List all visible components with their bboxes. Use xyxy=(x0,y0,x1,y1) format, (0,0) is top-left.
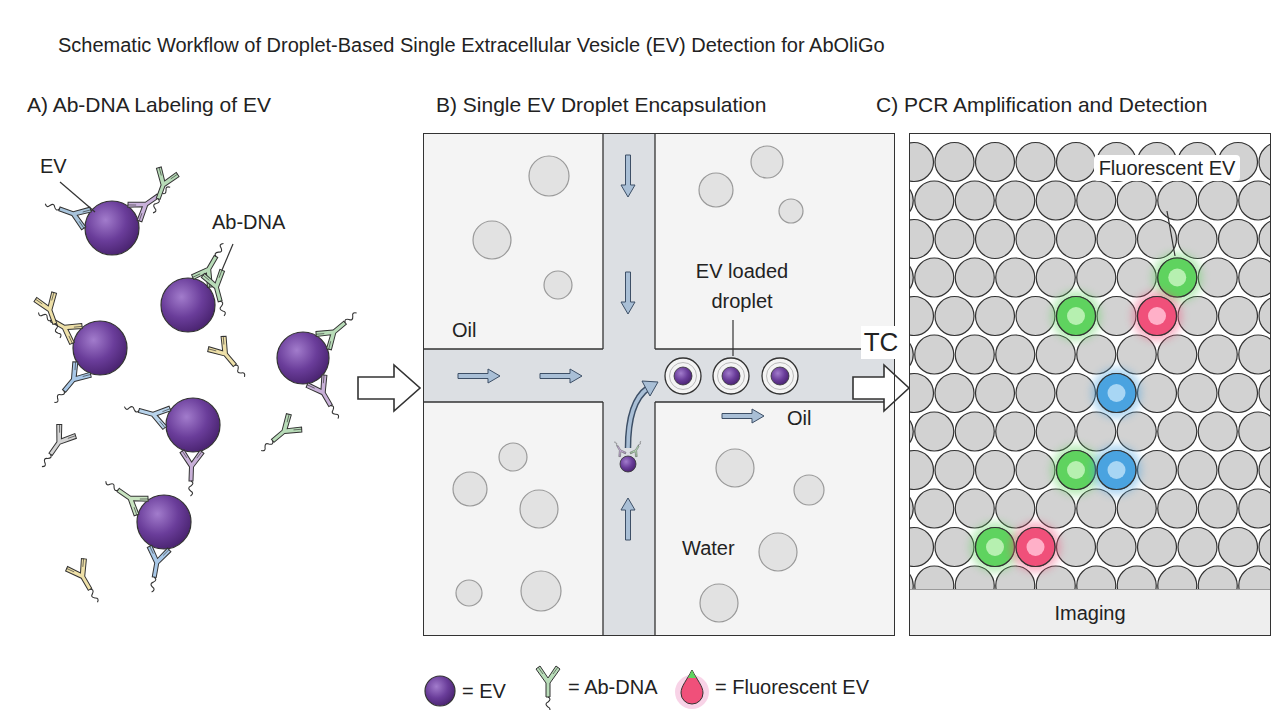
panel-heading: C) PCR Amplification and Detection xyxy=(876,92,1207,118)
band-label: Imaging xyxy=(910,590,1270,636)
fluid-label: Water xyxy=(682,536,735,561)
fluid-label: Oil xyxy=(452,318,476,343)
legend-text: = Ab-DNA xyxy=(568,676,657,699)
droplet-array xyxy=(910,143,1270,591)
callout-label: Ab-DNA xyxy=(212,210,285,235)
legend-sample xyxy=(674,665,710,709)
callout-label: Fluorescent EV xyxy=(1094,155,1240,181)
block-arrow xyxy=(853,365,909,411)
edge-label: TC xyxy=(861,326,902,359)
leader-line xyxy=(60,182,95,212)
callout-label: EV loaded droplet xyxy=(680,256,804,316)
panel-box: B) Single EV Droplet Encapsulation xyxy=(423,133,895,636)
leader-line xyxy=(1167,211,1175,256)
callout-label: EV xyxy=(40,154,67,179)
panel-box: C) PCR Amplification and DetectionImagin… xyxy=(909,133,1271,636)
leader-line xyxy=(222,244,233,270)
legend-item: = Ab-DNA xyxy=(533,664,657,710)
ev-illustration xyxy=(32,166,364,609)
legend-item: = EV xyxy=(423,668,506,714)
legend-text: = EV xyxy=(462,680,506,703)
legend-item: = Fluorescent EV xyxy=(674,664,869,710)
panel-heading: A) Ab-DNA Labeling of EV xyxy=(27,92,271,118)
fluid-label: Oil xyxy=(787,406,811,431)
microfluidic-chip xyxy=(423,133,895,636)
legend-sample xyxy=(423,674,457,708)
imaging-band: Imaging xyxy=(910,589,1270,635)
panel-heading: B) Single EV Droplet Encapsulation xyxy=(436,92,766,118)
legend-text: = Fluorescent EV xyxy=(715,676,869,699)
legend-sample xyxy=(533,664,563,710)
block-arrow xyxy=(358,365,420,411)
diagram-title: Schematic Workflow of Droplet-Based Sing… xyxy=(58,33,885,58)
